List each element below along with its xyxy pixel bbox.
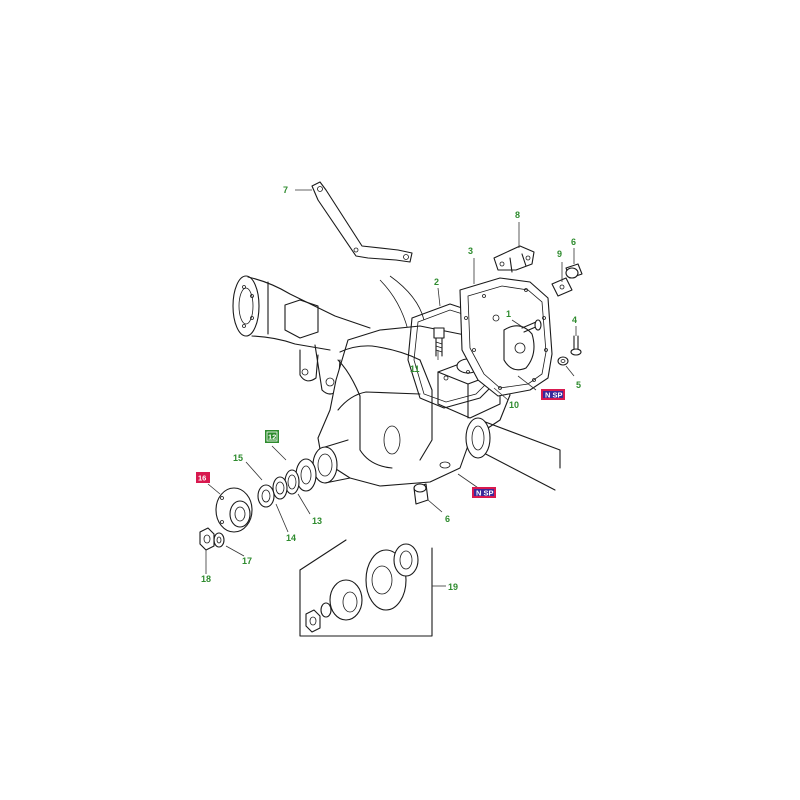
callout-6-upper: 6: [571, 237, 576, 247]
callouts: 7 8 3 6 9 2 1 4 11 5 10 15 13 6 14 17 18…: [201, 185, 581, 592]
clip-part-9: [551, 277, 573, 297]
svg-text:N SP: N SP: [545, 391, 563, 400]
tag-nsp-upper: N SP: [541, 389, 565, 400]
seal-kit-box-part-19: [299, 539, 433, 637]
callout-3: 3: [468, 246, 473, 256]
callout-5: 5: [576, 380, 581, 390]
callout-2: 2: [434, 277, 439, 287]
bolt-part-11: [433, 327, 445, 357]
tag-16: 16: [196, 472, 210, 483]
callout-15: 15: [233, 453, 243, 463]
callout-11: 11: [410, 364, 420, 374]
bush-part-6-upper: [565, 263, 583, 279]
callout-1: 1: [506, 309, 511, 319]
brake-pipes: [379, 275, 425, 331]
bolt-part-4: [570, 335, 582, 356]
callout-6-lower: 6: [445, 514, 450, 524]
bolt-part-1: [521, 319, 542, 333]
callout-4: 4: [572, 315, 577, 325]
svg-text:N SP: N SP: [476, 489, 494, 498]
tag-nsp-lower: N SP: [472, 487, 496, 498]
callout-19: 19: [448, 582, 458, 592]
callout-7: 7: [283, 185, 288, 195]
washer-part-5: [557, 356, 569, 366]
callout-8: 8: [515, 210, 520, 220]
callout-10: 10: [509, 400, 519, 410]
callout-18: 18: [201, 574, 211, 584]
rear-cover-part-3: [459, 277, 553, 397]
bracket-part-8: [493, 245, 535, 273]
leader-lines: [205, 189, 577, 587]
tag-12: 12: [265, 430, 279, 443]
plug-part-6-lower: [413, 483, 429, 505]
callout-17: 17: [242, 556, 252, 566]
pinion-seal-stack: [199, 458, 317, 551]
left-axle-arm: [232, 275, 371, 395]
callout-9: 9: [557, 249, 562, 259]
svg-text:12: 12: [268, 433, 276, 442]
svg-text:16: 16: [198, 474, 206, 483]
callout-13: 13: [312, 516, 322, 526]
callout-14: 14: [286, 533, 296, 543]
bracket-part-7: [311, 181, 413, 263]
